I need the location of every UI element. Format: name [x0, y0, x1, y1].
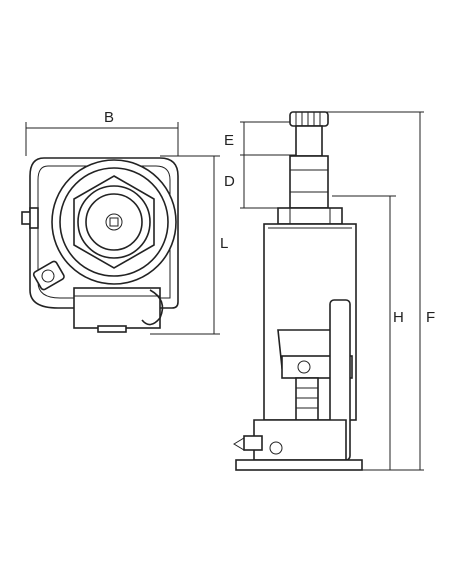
base-plate-inner: [37, 165, 171, 299]
ram-circle: [77, 185, 151, 259]
top-nut: [277, 207, 343, 225]
cylinder-ring: [59, 167, 169, 277]
ram-inner: [85, 193, 143, 251]
socket-pin: [97, 325, 127, 333]
side-view: E D H F: [224, 111, 435, 471]
base-plate: [29, 157, 179, 309]
dim-e-label: E: [224, 132, 234, 149]
side-valve: [32, 260, 65, 291]
cylinder-outer: [51, 159, 177, 285]
base-plate-side: [235, 459, 363, 471]
ram: [289, 155, 329, 209]
center-square: [109, 217, 119, 227]
top-view: B L: [21, 109, 228, 335]
dim-h-label: H: [393, 309, 404, 326]
release-valve: [243, 435, 263, 451]
center-ring: [105, 213, 123, 231]
release-screw-nut: [29, 207, 39, 229]
base-housing: [253, 419, 347, 461]
dim-l-label: L: [220, 235, 228, 252]
dim-f-label: F: [426, 309, 435, 326]
dim-d-label: D: [224, 173, 235, 190]
hex-nut: [73, 175, 155, 269]
extension-screw: [295, 125, 323, 157]
handle-socket: [73, 287, 161, 329]
pump-plunger: [295, 377, 319, 421]
dim-b-label: B: [104, 109, 114, 126]
socket-clip: [141, 289, 164, 326]
